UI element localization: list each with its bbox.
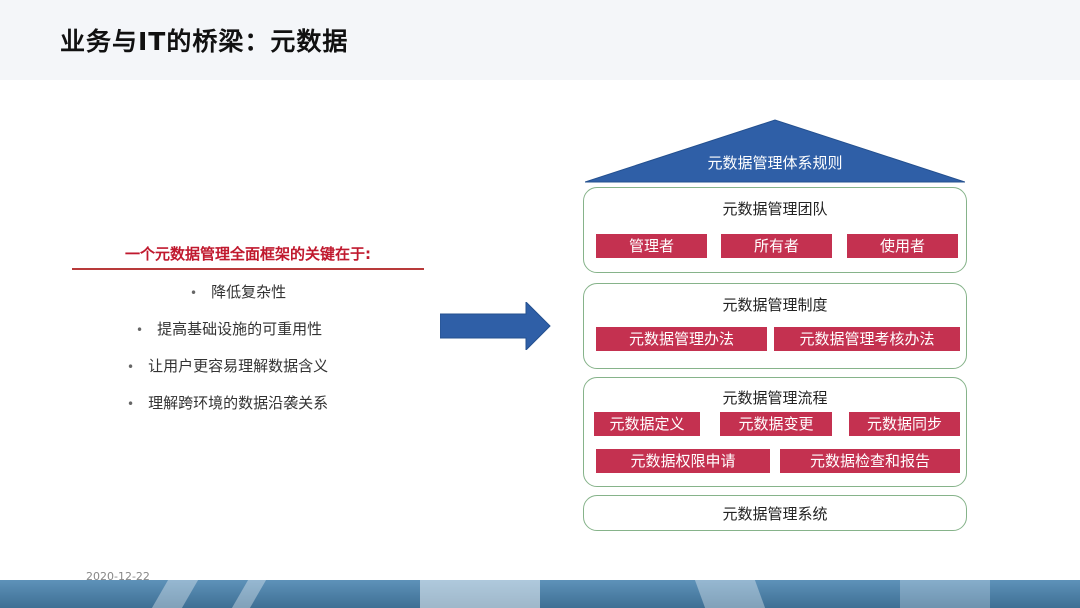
process-tag: 元数据同步 [849, 412, 960, 436]
platform-title: 元数据管理系统 [722, 505, 828, 523]
footer-stripe [151, 580, 199, 608]
bullet-dot-icon: • [127, 360, 135, 374]
process-tag: 元数据权限申请 [596, 449, 770, 473]
team-tag: 所有者 [721, 234, 832, 258]
slide-date: 2020-12-22 [86, 570, 150, 583]
system-title: 元数据管理制度 [722, 296, 828, 314]
system-section: 元数据管理制度 元数据管理办法 元数据管理考核办法 [583, 283, 967, 369]
bullet-dot-icon: • [190, 286, 198, 300]
footer-stripe [420, 580, 540, 608]
bullet-dot-icon: • [127, 397, 135, 411]
footer-image-band [0, 580, 1080, 608]
left-heading: 一个元数据管理全面框架的关键在于: [124, 245, 371, 263]
bullet-item: • 降低复杂性 [190, 281, 286, 302]
header-bar: 业务与IT的桥梁：元数据 [0, 0, 1080, 80]
footer-stripe [900, 580, 990, 608]
process-title: 元数据管理流程 [722, 389, 828, 407]
roof-label: 元数据管理体系规则 [707, 154, 843, 172]
process-section: 元数据管理流程 元数据定义 元数据变更 元数据同步 元数据权限申请 元数据检查和… [583, 377, 967, 487]
process-tag: 元数据定义 [594, 412, 700, 436]
process-tag: 元数据变更 [720, 412, 832, 436]
right-arrow-icon [440, 302, 551, 350]
bullet-item: • 理解跨环境的数据沿袭关系 [127, 392, 328, 413]
footer-stripe [231, 580, 267, 608]
heading-underline [72, 268, 424, 270]
bullet-text: 让用户更容易理解数据含义 [148, 357, 329, 375]
process-tag: 元数据检查和报告 [780, 449, 960, 473]
bullet-item: • 提高基础设施的可重用性 [136, 318, 322, 339]
platform-section: 元数据管理系统 [583, 495, 967, 531]
bullet-text: 提高基础设施的可重用性 [157, 320, 323, 338]
team-title: 元数据管理团队 [722, 200, 828, 218]
team-section: 元数据管理团队 管理者 所有者 使用者 [583, 187, 967, 273]
footer-stripe [694, 580, 766, 608]
page-title: 业务与IT的桥梁：元数据 [60, 27, 349, 56]
roof-triangle-icon [585, 119, 965, 183]
bullet-item: • 让用户更容易理解数据含义 [127, 355, 328, 376]
bullet-text: 降低复杂性 [211, 283, 287, 301]
bullet-text: 理解跨环境的数据沿袭关系 [148, 394, 329, 412]
system-tag: 元数据管理考核办法 [774, 327, 960, 351]
bullet-dot-icon: • [136, 323, 144, 337]
team-tag: 使用者 [847, 234, 958, 258]
system-tag: 元数据管理办法 [596, 327, 767, 351]
team-tag: 管理者 [596, 234, 707, 258]
